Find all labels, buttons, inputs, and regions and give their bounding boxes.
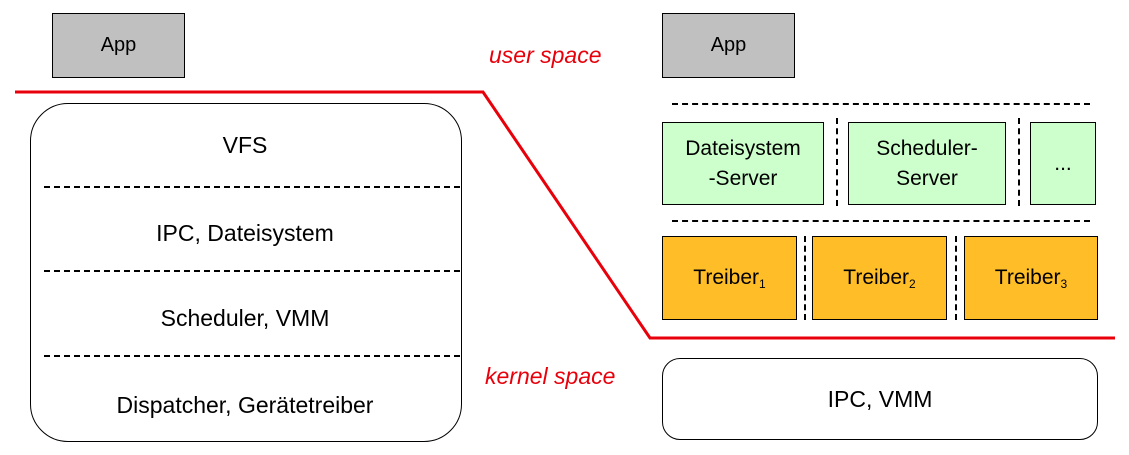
scheduler-server-box: Scheduler- Server bbox=[848, 122, 1006, 205]
more-servers-label: ... bbox=[1054, 151, 1072, 175]
server-top-divider bbox=[672, 103, 1090, 105]
driver-divider-2 bbox=[955, 236, 957, 320]
filesystem-server-line2: -Server bbox=[708, 166, 778, 190]
microkernel-core-box: IPC, VMM bbox=[662, 358, 1098, 440]
driver-divider-1 bbox=[804, 236, 806, 320]
monolithic-layer-dispatcher: Dispatcher, Gerätetreiber bbox=[116, 392, 374, 418]
monolithic-layer-ipc: IPC, Dateisystem bbox=[156, 220, 334, 246]
driver-3-box: Treiber3 bbox=[964, 236, 1098, 320]
driver-2-box: Treiber2 bbox=[812, 236, 947, 320]
scheduler-server-line1: Scheduler- bbox=[876, 136, 978, 160]
scheduler-server-line2: Server bbox=[896, 166, 958, 190]
microkernel-app-label: App bbox=[710, 34, 747, 56]
monolithic-kernel-box bbox=[30, 103, 462, 442]
microkernel-app-box: App bbox=[662, 13, 795, 78]
monolithic-app-box: App bbox=[52, 13, 185, 78]
filesystem-server-box: Dateisystem -Server bbox=[662, 122, 824, 205]
monolithic-layer-vfs: VFS bbox=[222, 132, 268, 158]
driver-1-label: Treiber1 bbox=[693, 265, 766, 291]
monolithic-layer-scheduler: Scheduler, VMM bbox=[160, 305, 330, 331]
microkernel-core-label: IPC, VMM bbox=[827, 385, 933, 412]
monolithic-divider-1 bbox=[44, 186, 460, 188]
filesystem-server-line1: Dateisystem bbox=[685, 136, 801, 160]
driver-1-box: Treiber1 bbox=[662, 236, 797, 320]
server-divider-2 bbox=[1018, 118, 1020, 206]
driver-3-label: Treiber3 bbox=[994, 265, 1068, 291]
monolithic-divider-2 bbox=[44, 270, 460, 272]
kernel-space-label: kernel space bbox=[485, 363, 616, 389]
server-bottom-divider bbox=[672, 220, 1090, 222]
monolithic-divider-3 bbox=[44, 355, 460, 357]
driver-2-label: Treiber2 bbox=[843, 265, 916, 291]
more-servers-box: ... bbox=[1030, 122, 1096, 205]
server-divider-1 bbox=[836, 118, 838, 206]
monolithic-app-label: App bbox=[100, 34, 137, 56]
user-space-label: user space bbox=[489, 42, 602, 68]
